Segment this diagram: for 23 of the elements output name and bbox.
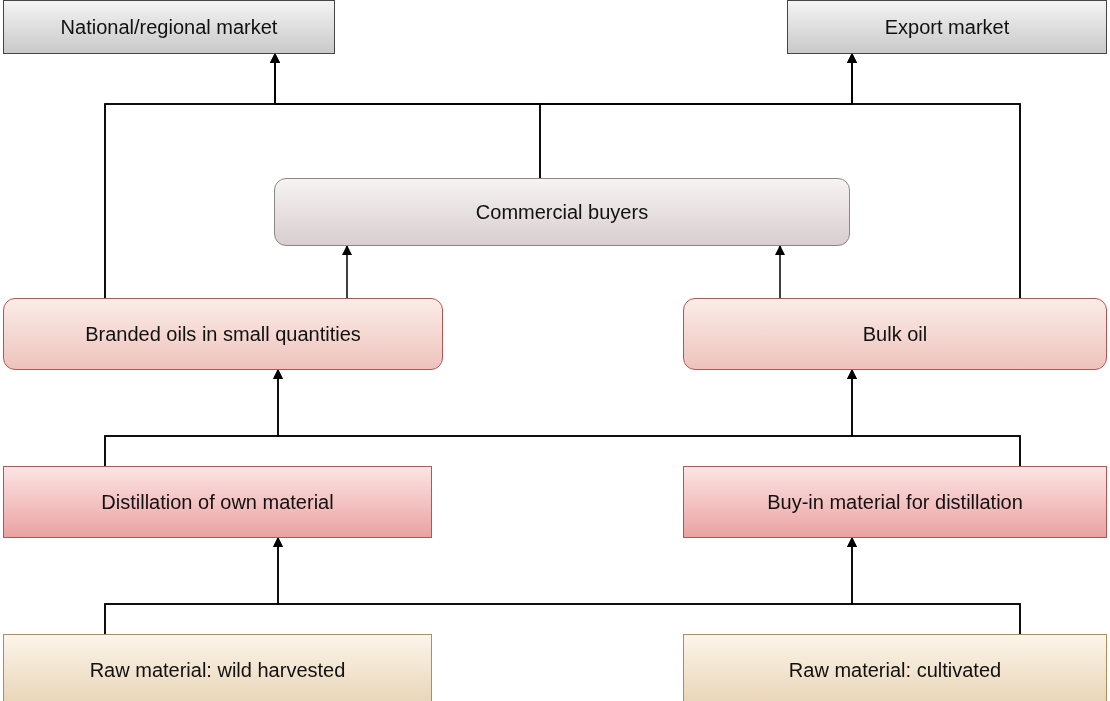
node-label: Raw material: cultivated (787, 658, 1003, 683)
node-label: Buy-in material for distillation (766, 490, 1024, 515)
product-box (683, 298, 1107, 370)
market-box (3, 0, 335, 54)
connector-arrow (847, 369, 1021, 467)
node-label: Branded oils in small quantities (84, 322, 362, 347)
node-label: Distillation of own material (100, 490, 335, 515)
node-label: Export market (883, 15, 1011, 40)
source-box (683, 634, 1107, 701)
product-box (3, 298, 443, 370)
node-label: Commercial buyers (474, 200, 650, 225)
buyer-box (274, 178, 850, 246)
process-box (683, 466, 1107, 538)
connector-arrow (847, 53, 1021, 299)
market-box (787, 0, 1107, 54)
connector-arrow (847, 537, 1021, 635)
node-label: National/regional market (59, 15, 279, 40)
connector-arrow (342, 245, 352, 299)
source-box (3, 634, 432, 701)
connector-arrow (775, 245, 785, 299)
node-label: Raw material: wild harvested (88, 658, 347, 683)
process-box (3, 466, 432, 538)
node-label: Bulk oil (861, 322, 929, 347)
